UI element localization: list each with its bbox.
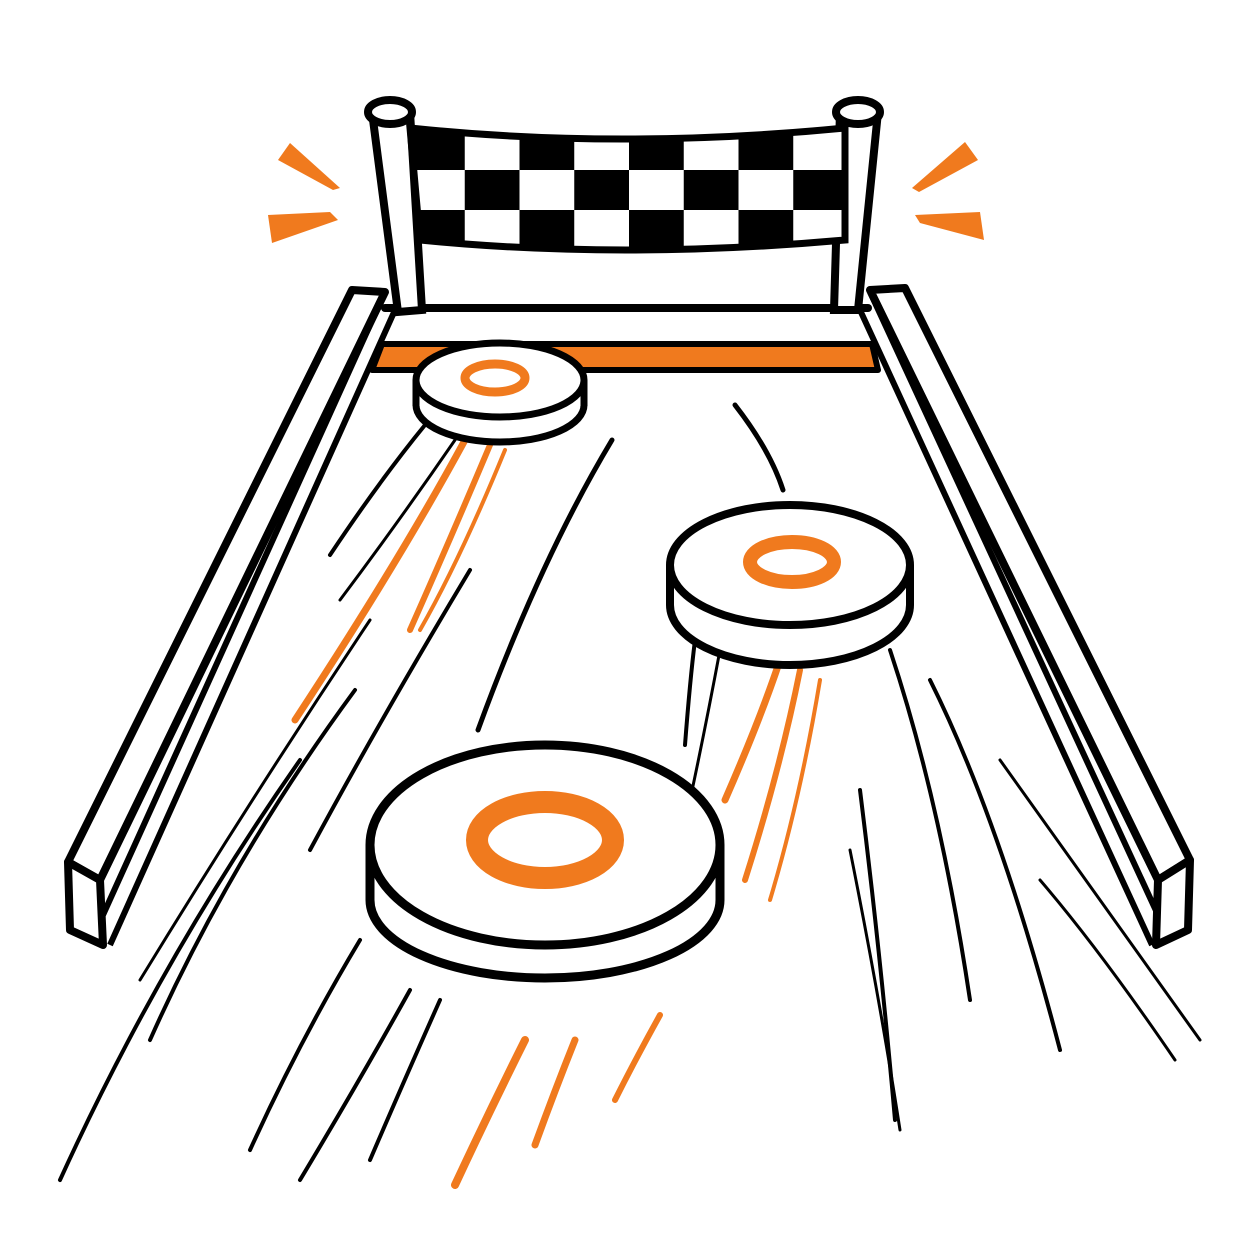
banner-check: [683, 210, 739, 250]
banner-check: [574, 170, 630, 211]
banner-check: [410, 130, 466, 171]
left-rail-inner: [107, 308, 398, 947]
banner-check: [738, 170, 794, 211]
orange-streaks: [291, 436, 822, 1189]
banner-check: [793, 130, 845, 171]
banner-check: [519, 170, 575, 211]
sparkle-left: [268, 143, 340, 243]
banner-check: [629, 210, 685, 250]
banner-post-left: [364, 96, 427, 317]
right-rail-inner: [857, 308, 1155, 947]
banner-check: [683, 170, 739, 211]
sparkle-right: [912, 142, 984, 240]
puck-far-ring: [460, 359, 530, 397]
puck-near-ring: [466, 791, 624, 889]
puck-middle-ring: [743, 535, 841, 589]
puck-near: [365, 740, 725, 983]
banner-check: [629, 170, 685, 211]
banner-check: [793, 170, 845, 211]
speed-streaks: [58, 402, 1202, 1182]
puck-far: [412, 339, 588, 446]
right-rail: [866, 284, 1194, 949]
checkered-banner: [406, 124, 849, 254]
puck-middle: [666, 501, 914, 669]
banner-check: [519, 210, 575, 250]
left-rail: [64, 286, 389, 949]
banner-check: [464, 170, 520, 211]
banner-check: [574, 210, 630, 250]
